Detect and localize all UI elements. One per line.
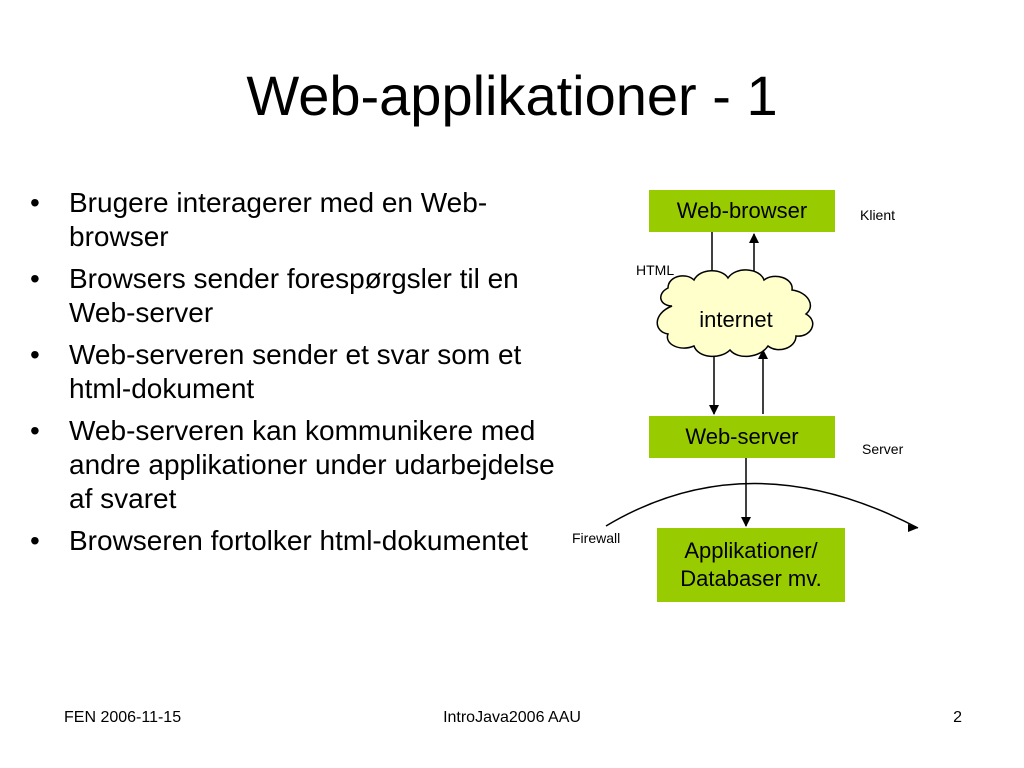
firewall-curve-tip bbox=[908, 524, 918, 532]
bullet-item: Web-serveren sender et svar som et html-… bbox=[30, 338, 570, 406]
bullet-item: Web-serveren kan kommunikere med andre a… bbox=[30, 414, 570, 516]
applications-box-line: Applikationer/ bbox=[684, 538, 818, 563]
bullet-item: Brugere interagerer med en Web-browser bbox=[30, 186, 570, 254]
html-label: HTML bbox=[636, 262, 675, 278]
applications-box-line: Databaser mv. bbox=[680, 566, 822, 591]
web-browser-box: Web-browser bbox=[649, 190, 835, 232]
server-label: Server bbox=[862, 441, 904, 457]
bullet-list: Brugere interagerer med en Web-browser B… bbox=[30, 186, 570, 566]
applications-box: Applikationer/ Databaser mv. bbox=[657, 528, 845, 602]
klient-label: Klient bbox=[860, 207, 896, 223]
internet-label: internet bbox=[699, 307, 773, 332]
footer-course: IntroJava2006 AAU bbox=[443, 709, 581, 726]
page-number: 2 bbox=[953, 709, 962, 726]
firewall-curve bbox=[605, 482, 919, 529]
bullet-item: Browseren fortolker html-dokumentet bbox=[30, 524, 570, 558]
slide-title: Web-applikationer - 1 bbox=[246, 64, 778, 127]
web-server-box: Web-server bbox=[649, 416, 835, 458]
firewall-label: Firewall bbox=[572, 530, 621, 546]
footer-date: FEN 2006-11-15 bbox=[64, 709, 182, 726]
bullet-item: Browsers sender forespørgsler til en Web… bbox=[30, 262, 570, 330]
